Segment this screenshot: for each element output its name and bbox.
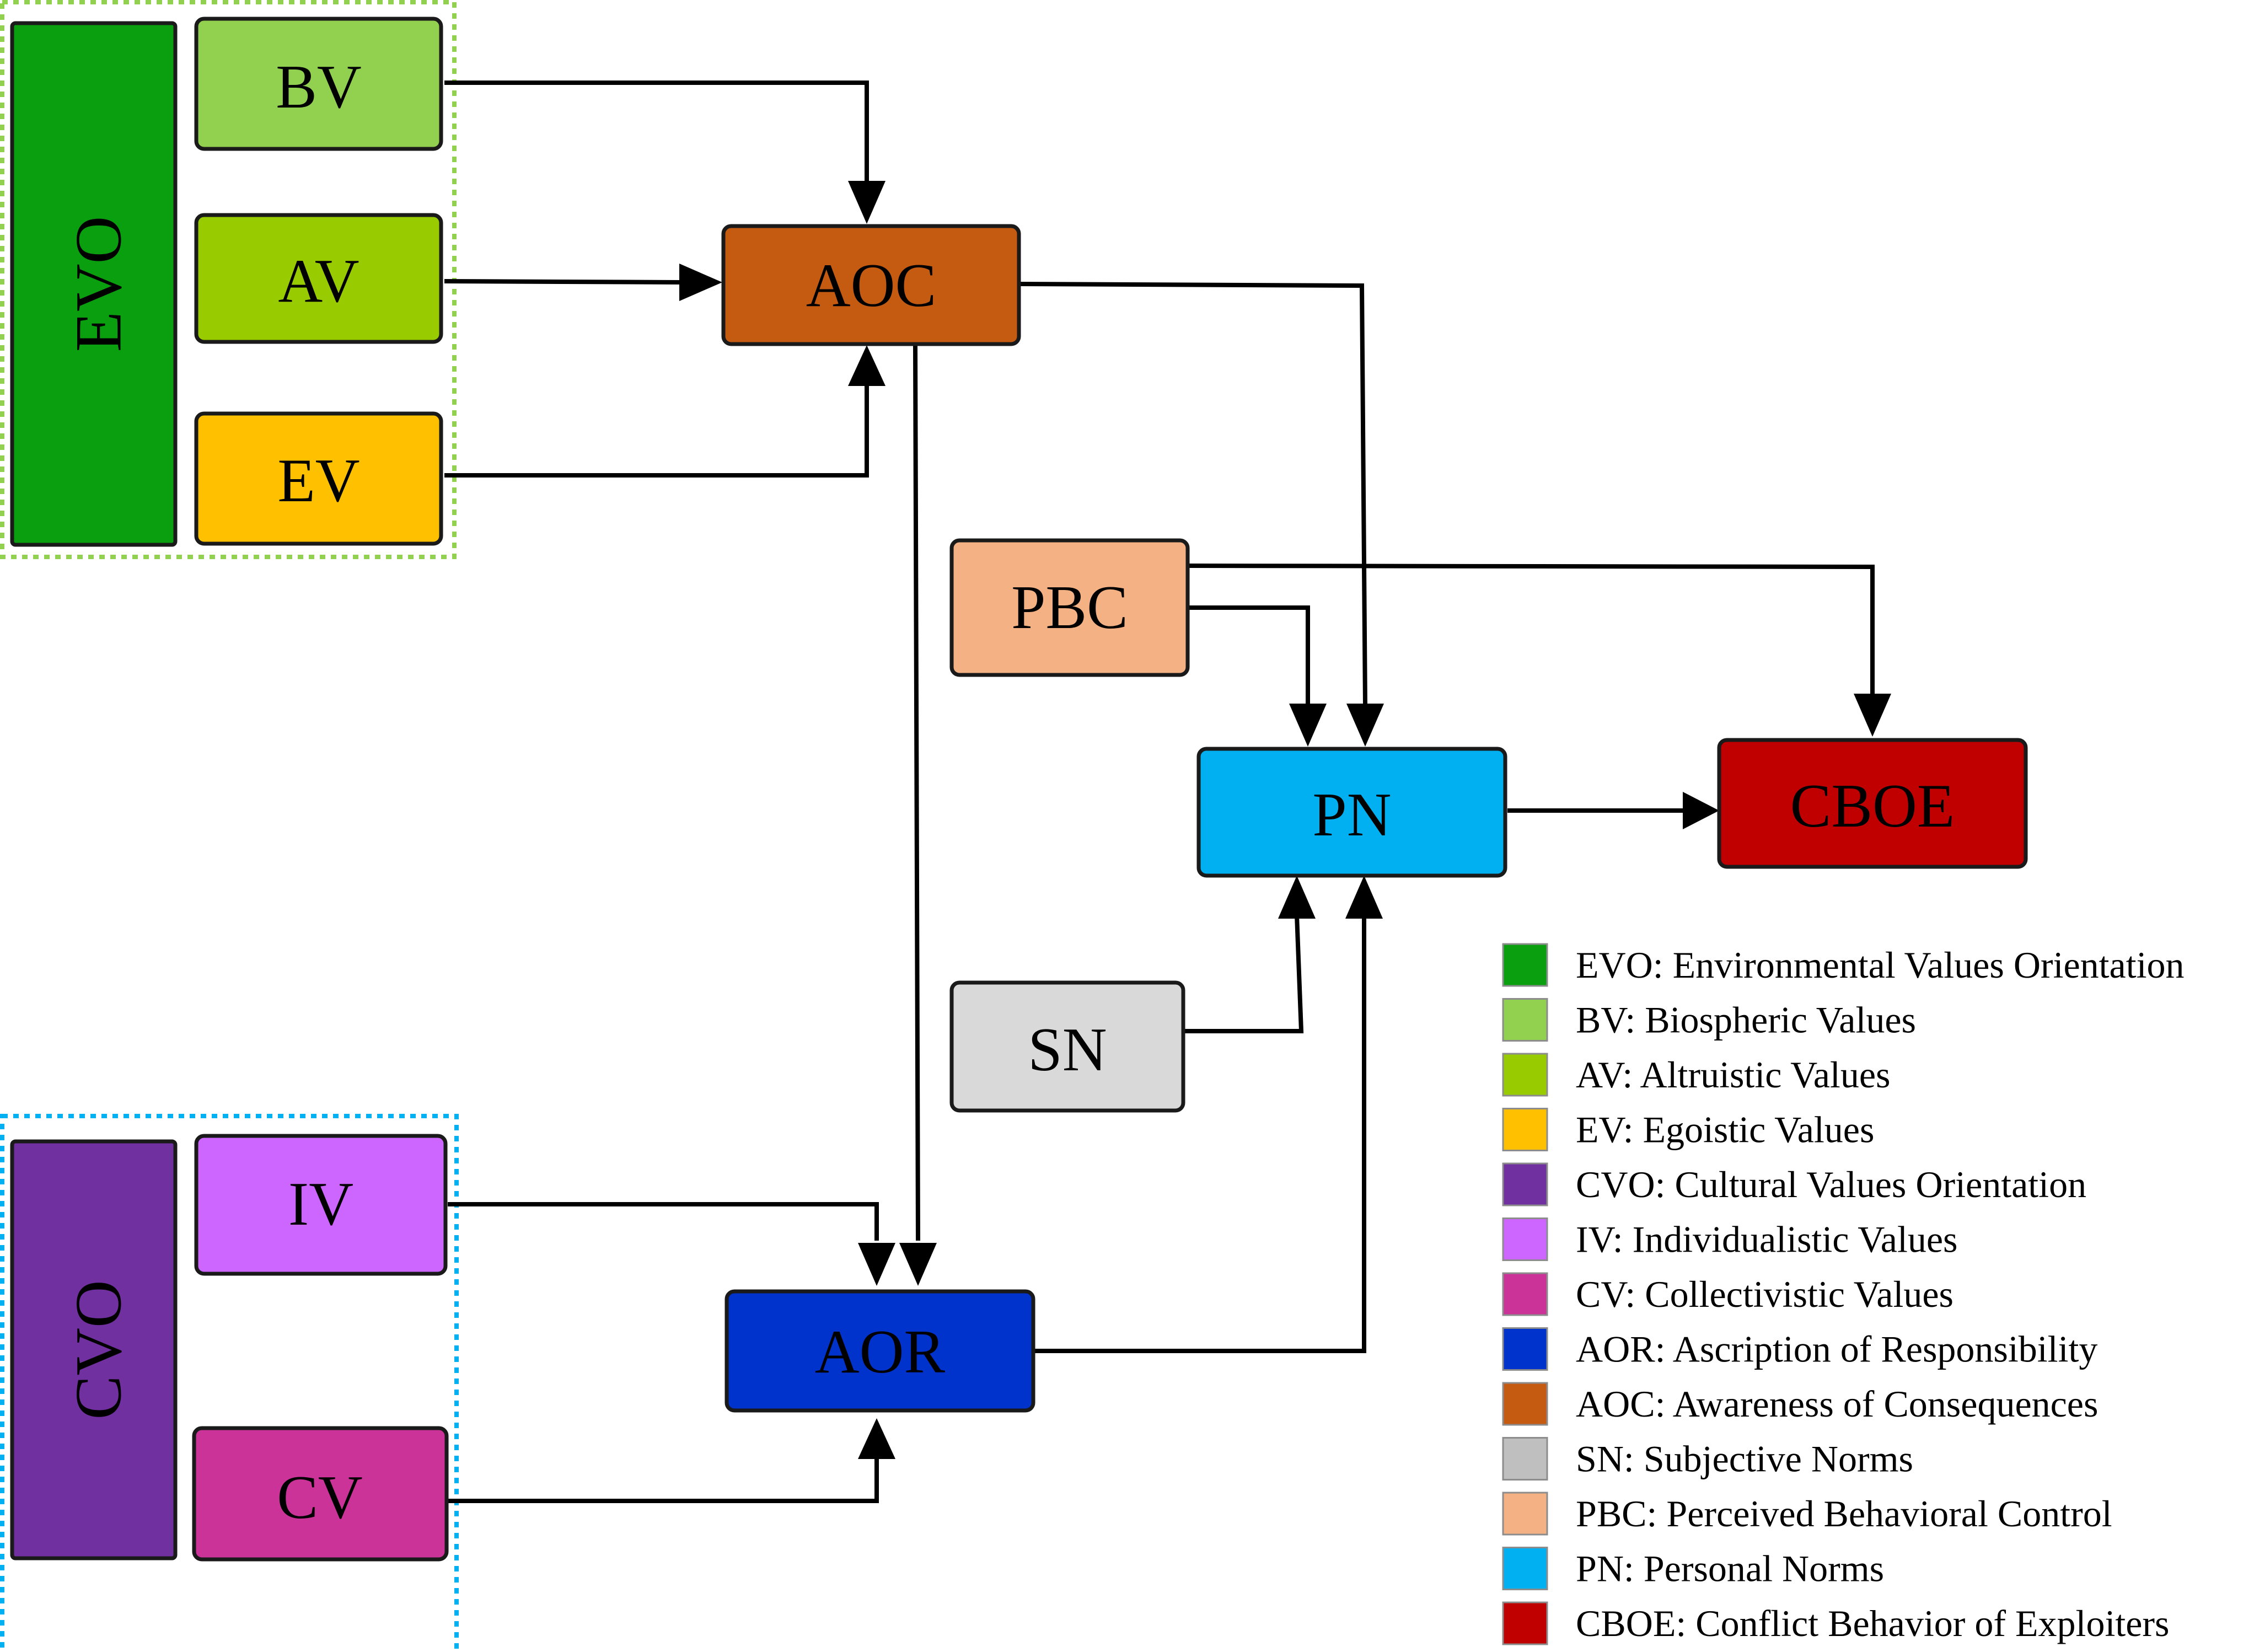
node-aor-label: AOR (815, 1318, 946, 1386)
node-pbc-box (949, 538, 1190, 677)
cvo-group-border (0, 1114, 459, 1652)
edge-av-aoc (444, 279, 684, 285)
node-labels: EVO BV AV EV AOC PBC PN CBOE SN CVO IV C… (62, 53, 1955, 1532)
legend-swatch (1502, 1217, 1548, 1261)
node-evo-label: EVO (62, 216, 135, 352)
node-cvo-label: CVO (62, 1280, 135, 1419)
arrowhead-pbc-pn (1289, 704, 1327, 747)
node-av-box (194, 213, 443, 344)
legend-item-label: EV: Egoistic Values (1576, 1109, 1874, 1151)
arrowhead-aoc-pn (1346, 704, 1384, 747)
arrowhead-iv-aor (858, 1243, 895, 1286)
legend-swatch (1502, 1437, 1548, 1481)
edge-ev-aoc (444, 380, 869, 478)
node-pn-box (1196, 747, 1507, 878)
edge-iv-aor (448, 1202, 879, 1241)
arrowhead-pbc-cboe (1854, 694, 1891, 737)
node-pbc-label: PBC (1011, 573, 1128, 642)
node-cboe-label: CBOE (1790, 772, 1955, 840)
arrowhead-sn-pn (1278, 876, 1316, 919)
legend-swatch (1502, 1601, 1548, 1645)
arrowhead-cv-aor (858, 1418, 895, 1459)
edge-pbc-pn (1189, 605, 1310, 706)
legend-item-label: SN: Subjective Norms (1576, 1438, 1913, 1480)
legend-item-label: BV: Biospheric Values (1576, 999, 1916, 1041)
legend-swatch (1502, 1492, 1548, 1536)
node-av-label: AV (278, 247, 359, 315)
node-pn-label: PN (1312, 781, 1391, 849)
node-bv-box (194, 17, 443, 151)
legend-swatch (1502, 1108, 1548, 1151)
node-iv-label: IV (288, 1170, 353, 1238)
legend-swatch (1502, 998, 1548, 1042)
legend-swatch (1502, 1053, 1548, 1097)
node-cboe-box (1717, 738, 2028, 869)
node-bv-label: BV (276, 53, 362, 121)
legend-item-label: CVO: Cultural Values Orientation (1576, 1163, 2086, 1205)
node-ev-box (194, 411, 443, 546)
legend: EVO: Environmental Values OrientationBV:… (1502, 943, 2185, 1645)
node-cvo-box (10, 1139, 178, 1560)
edge-pbc-cboe (1188, 564, 1875, 696)
arrowheads (679, 181, 1891, 1459)
legend-swatch (1502, 1382, 1548, 1426)
arrowhead-aor-pn (1345, 876, 1383, 919)
legend-swatch (1502, 1162, 1548, 1206)
arrowhead-bv-aoc (848, 181, 886, 224)
legend-swatch (1502, 1327, 1548, 1371)
arrowhead-ev-aoc (848, 345, 886, 386)
node-iv-box (194, 1134, 448, 1276)
legend-swatch (1502, 943, 1548, 987)
legend-item-label: CV: Collectivistic Values (1576, 1273, 1954, 1315)
legend-item-label: AV: Altruistic Values (1576, 1054, 1890, 1096)
arrowhead-aoc-aor (899, 1243, 937, 1286)
edge-sn-pn (1184, 915, 1304, 1033)
edge-aoc-aor (913, 344, 920, 1241)
edge-aor-pn (1034, 915, 1366, 1353)
legend-item-label: AOC: Awareness of Consequences (1576, 1383, 2098, 1425)
legend-swatch (1502, 1272, 1548, 1316)
node-aoc-label: AOC (806, 251, 936, 320)
node-sn-label: SN (1028, 1016, 1107, 1084)
legend-item-label: PN: Personal Norms (1576, 1548, 1884, 1590)
legend-item-label: AOR: Ascription of Responsibility (1576, 1328, 2097, 1370)
legend-swatch (1502, 1547, 1548, 1590)
edge-cv-aor (448, 1456, 879, 1503)
arrowhead-pn-cboe (1683, 792, 1719, 829)
node-cv-box (192, 1426, 449, 1562)
node-aoc-box (721, 224, 1021, 346)
node-cv-label: CV (277, 1463, 363, 1532)
connectors (444, 81, 1875, 1503)
arrowhead-av-aoc (679, 264, 722, 301)
node-ev-label: EV (277, 447, 359, 515)
node-aor-box (724, 1289, 1035, 1413)
legend-item-label: CBOE: Conflict Behavior of Exploiters (1576, 1602, 2170, 1644)
legend-item-label: IV: Individualistic Values (1576, 1219, 1957, 1261)
node-sn-box (949, 980, 1185, 1113)
legend-item-label: EVO: Environmental Values Orientation (1576, 944, 2185, 986)
edge-bv-aoc (444, 81, 869, 182)
node-evo-box (10, 21, 178, 547)
nodes (10, 17, 2028, 1562)
legend-item-label: PBC: Perceived Behavioral Control (1576, 1493, 2112, 1535)
